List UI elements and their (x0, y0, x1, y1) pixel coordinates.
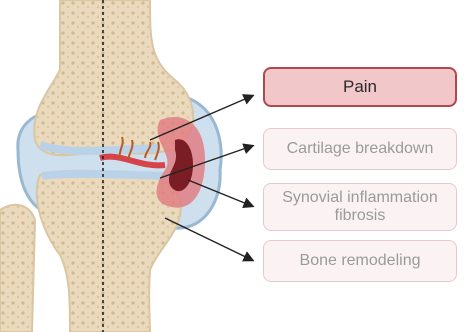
label-synovial-inflammation: Synovial inflammation fibrosis (263, 183, 457, 231)
fibula (0, 205, 35, 332)
label-pain: Pain (263, 67, 457, 107)
label-bone-text: Bone remodeling (300, 252, 421, 270)
label-pain-text: Pain (343, 77, 377, 97)
label-bone-remodeling: Bone remodeling (263, 240, 457, 282)
label-cartilage-text: Cartilage breakdown (287, 140, 434, 158)
label-synovial-text-2: fibrosis (335, 207, 386, 225)
arrow-bone (165, 218, 252, 260)
label-synovial-text-1: Synovial inflammation (282, 189, 438, 207)
label-cartilage-breakdown: Cartilage breakdown (263, 128, 457, 170)
